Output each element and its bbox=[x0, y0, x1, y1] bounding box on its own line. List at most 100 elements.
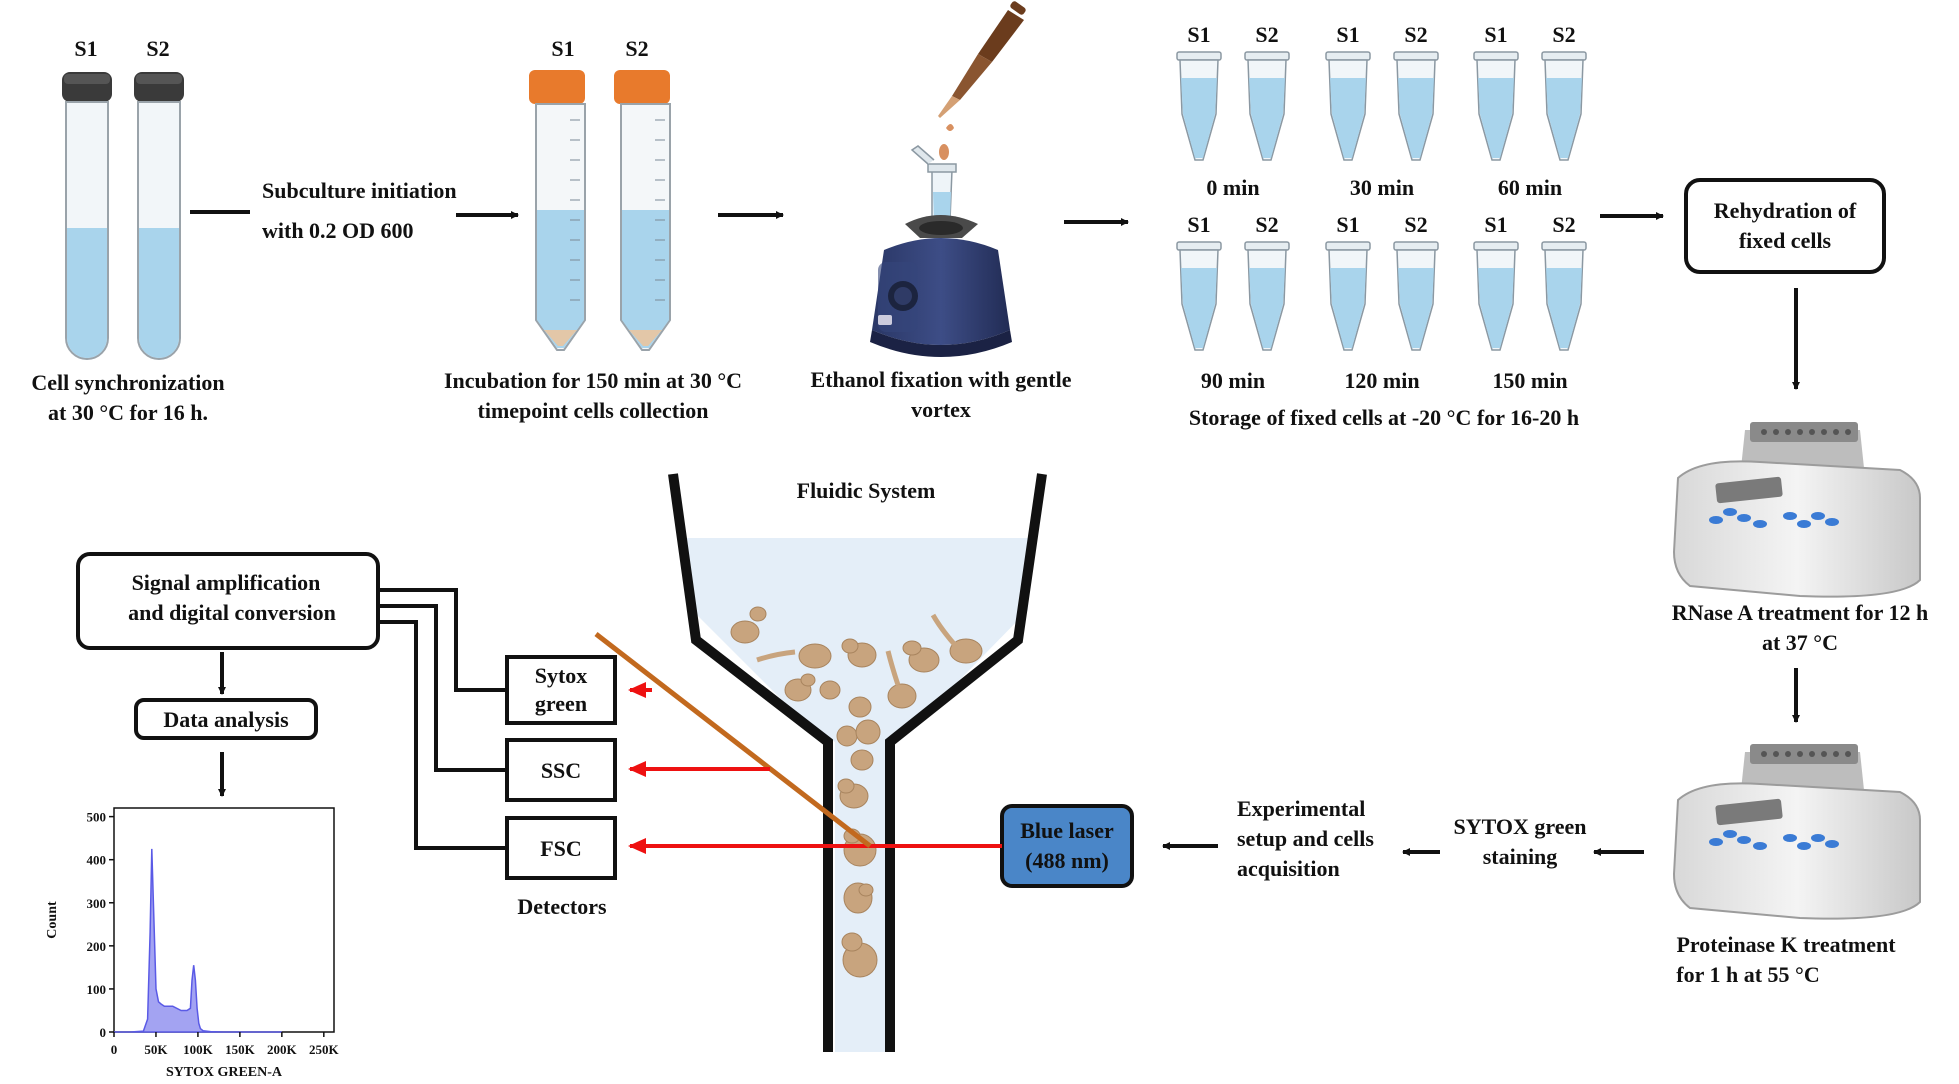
subculture-label-line2: with 0.2 OD 600 bbox=[262, 218, 414, 243]
y-tick-label: 300 bbox=[87, 896, 107, 911]
rehydration-step: Rehydration of fixed cells bbox=[1684, 178, 1886, 274]
timepoint-s1-label: S1 bbox=[1187, 212, 1210, 237]
y-tick-label: 500 bbox=[87, 810, 107, 825]
timepoint-s2-label: S2 bbox=[1255, 22, 1278, 47]
plot-frame bbox=[113, 807, 335, 1033]
detectors-label: Detectors bbox=[517, 894, 607, 919]
timepoint-s2-label: S2 bbox=[1404, 22, 1427, 47]
falcon-label-s2: S2 bbox=[625, 36, 648, 61]
incubation-label-line1: Incubation for 150 min at 30 °C bbox=[444, 368, 742, 393]
x-axis-label: SYTOX GREEN-A bbox=[166, 1065, 283, 1080]
culture-tubes: S1 S2 Cell synchronization at 30 °C for … bbox=[31, 36, 224, 425]
data-analysis-label: Data analysis bbox=[163, 707, 289, 732]
fluidic-system: Fluidic System bbox=[668, 473, 1047, 1052]
subculture-label-line1: Subculture initiation bbox=[262, 178, 457, 203]
eppendorf-tube-s1 bbox=[1325, 241, 1371, 351]
y-tick-label: 200 bbox=[87, 939, 107, 954]
tube-label-s1: S1 bbox=[74, 36, 97, 61]
x-tick-label: 250K bbox=[309, 1042, 340, 1057]
timepoint-s1-label: S1 bbox=[1484, 212, 1507, 237]
proteinase-label-line2: for 1 h at 55 °C bbox=[1676, 962, 1819, 987]
rnase-label-line2: at 37 °C bbox=[1762, 630, 1838, 655]
culture-tube-s1 bbox=[62, 72, 112, 360]
eppendorf-tube-s1 bbox=[1176, 51, 1222, 161]
x-tick-label: 50K bbox=[144, 1042, 168, 1057]
detector-wiring bbox=[378, 588, 507, 850]
eppendorf-tube-s1 bbox=[1473, 241, 1519, 351]
thermomixer-rnase: RNase A treatment for 12 h at 37 °C bbox=[1672, 422, 1928, 655]
detector-sytox bbox=[505, 655, 617, 725]
timepoint-label: 120 min bbox=[1344, 368, 1419, 393]
sync-label-line1: Cell synchronization bbox=[31, 370, 224, 395]
culture-tube-s2 bbox=[134, 72, 184, 360]
data-analysis: Data analysis bbox=[134, 698, 318, 740]
vortex-mixer-with-pipette: Ethanol fixation with gentle vortex bbox=[811, 1, 1072, 422]
rnase-label-line1: RNase A treatment for 12 h bbox=[1672, 600, 1928, 625]
falcon-tube-s2 bbox=[614, 70, 671, 351]
detectors: Sytox green SSC FSC Detectors bbox=[505, 655, 617, 919]
incubation-label-line2: timepoint cells collection bbox=[478, 398, 709, 423]
eppendorf-tube-s2 bbox=[1244, 241, 1290, 351]
y-tick-label: 100 bbox=[87, 982, 107, 997]
timepoint-s1-label: S1 bbox=[1484, 22, 1507, 47]
thermomixer-proteinase: Proteinase K treatment for 1 h at 55 °C bbox=[1672, 744, 1921, 987]
eppendorf-tube-s2 bbox=[1541, 241, 1587, 351]
timepoint-label: 30 min bbox=[1350, 175, 1414, 200]
blue-laser: Blue laser (488 nm) bbox=[1000, 804, 1134, 888]
eppendorf-tube-s1 bbox=[1473, 51, 1519, 161]
signal-amplification: Signal amplification and digital convers… bbox=[76, 552, 380, 650]
storage-label: Storage of fixed cells at -20 °C for 16-… bbox=[1189, 405, 1579, 430]
eppendorf-tube-s2 bbox=[1541, 51, 1587, 161]
timepoint-label: 60 min bbox=[1498, 175, 1562, 200]
detector-ssc bbox=[505, 738, 617, 802]
falcon-tube-s1 bbox=[529, 70, 586, 351]
laser-label-line2: (488 nm) bbox=[1025, 848, 1109, 873]
detector-fsc-label: FSC bbox=[540, 836, 582, 861]
experimental-line2: setup and cells bbox=[1237, 826, 1374, 851]
timepoint-label: 90 min bbox=[1201, 368, 1265, 393]
y-tick-label: 0 bbox=[100, 1025, 107, 1040]
timepoint-label: 0 min bbox=[1206, 175, 1259, 200]
y-axis-label: Count bbox=[45, 901, 60, 939]
detector-ssc-label: SSC bbox=[541, 758, 581, 783]
falcon-label-s1: S1 bbox=[551, 36, 574, 61]
eppendorf-tube-s2 bbox=[1393, 241, 1439, 351]
detector-sytox-line2: green bbox=[535, 691, 587, 716]
x-tick-label: 0 bbox=[111, 1042, 118, 1057]
fluidic-label: Fluidic System bbox=[797, 478, 936, 503]
timepoint-s1-label: S1 bbox=[1187, 22, 1210, 47]
timepoint-s2-label: S2 bbox=[1404, 212, 1427, 237]
eppendorf-tube-s1 bbox=[1176, 241, 1222, 351]
eppendorf-tube-s2 bbox=[1244, 51, 1290, 161]
x-tick-label: 100K bbox=[183, 1042, 214, 1057]
tube-label-s2: S2 bbox=[146, 36, 169, 61]
timepoint-s1-label: S1 bbox=[1336, 212, 1359, 237]
timepoint-label: 150 min bbox=[1492, 368, 1567, 393]
histogram-area bbox=[114, 848, 282, 1033]
sytox-staining-line2: staining bbox=[1483, 844, 1558, 869]
eppendorf-tube-s1 bbox=[1325, 51, 1371, 161]
signal-label-line1: Signal amplification bbox=[132, 570, 321, 595]
rehydration-label-line1: Rehydration of bbox=[1714, 198, 1857, 223]
x-tick-label: 200K bbox=[267, 1042, 298, 1057]
experimental-line1: Experimental bbox=[1237, 796, 1365, 821]
eppendorf-tube-s2 bbox=[1393, 51, 1439, 161]
dichroic-mirror bbox=[594, 632, 872, 848]
rehydration-label-line2: fixed cells bbox=[1739, 228, 1832, 253]
timepoint-s1-label: S1 bbox=[1336, 22, 1359, 47]
proteinase-label-line1: Proteinase K treatment bbox=[1676, 932, 1896, 957]
sync-label-line2: at 30 °C for 16 h. bbox=[48, 400, 208, 425]
signal-label-line2: and digital conversion bbox=[128, 600, 336, 625]
detector-sytox-line1: Sytox bbox=[535, 663, 588, 688]
ethanol-label-line2: vortex bbox=[911, 397, 971, 422]
laser-label-line1: Blue laser bbox=[1020, 818, 1114, 843]
dna-content-histogram: 0 100 200 300 400 500 0 50K 100K 150K 200K 250K SYTO… bbox=[45, 807, 340, 1080]
experimental-line3: acquisition bbox=[1237, 856, 1340, 881]
y-tick-label: 400 bbox=[87, 853, 107, 868]
timepoint-s2-label: S2 bbox=[1552, 212, 1575, 237]
falcon-tubes: S1 S2 bbox=[444, 36, 742, 423]
sytox-staining-line1: SYTOX green bbox=[1453, 814, 1586, 839]
x-tick-label: 150K bbox=[225, 1042, 256, 1057]
